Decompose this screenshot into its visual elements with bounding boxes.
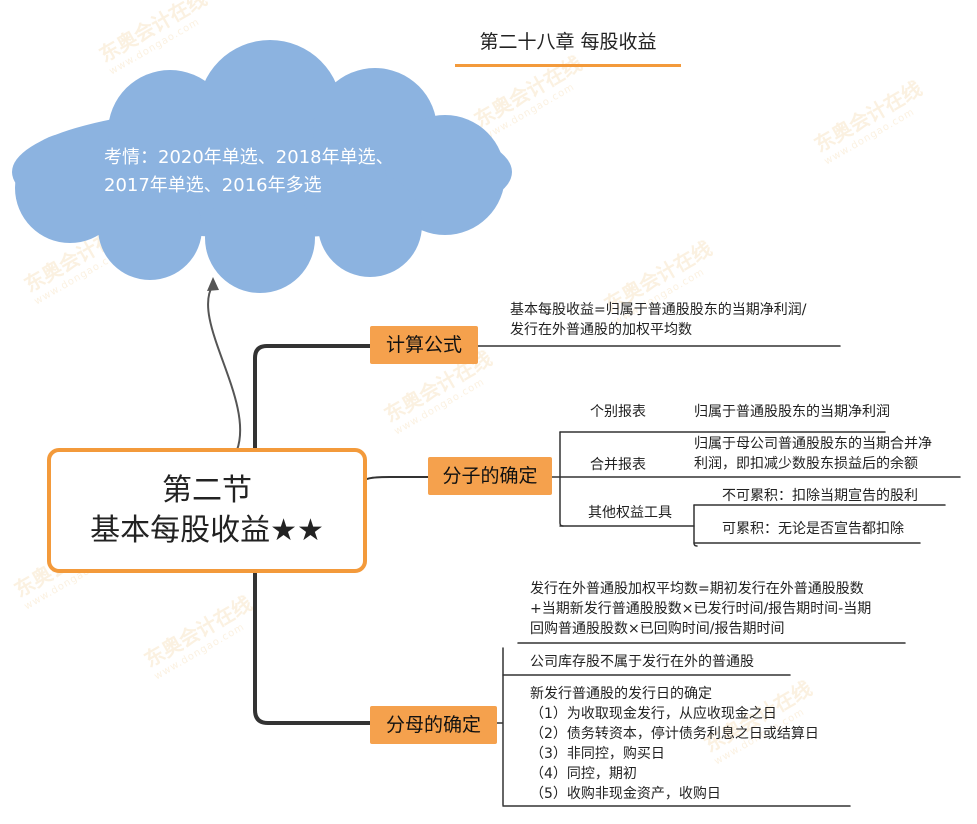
trunk-top [253, 344, 372, 450]
denominator-text: （4）同控，期初 [530, 766, 637, 782]
exam-info: 考情：2020年单选、2018年单选、 2017年单选、2016年多选 [104, 144, 449, 200]
denominator-text: 新发行普通股的发行日的确定 [530, 686, 712, 702]
numerator-bracket [551, 431, 564, 527]
numerator-item-label: 个别报表 [590, 404, 646, 420]
num-sub-bracket [693, 504, 698, 547]
denominator-text: 回购普通股股数×已回购时间/报告期时间 [530, 621, 785, 637]
cloud-arrowhead [207, 277, 219, 291]
central-topic: 第二节 基本每股收益★★ [47, 448, 367, 573]
trunk-mid [366, 476, 429, 480]
denominator-text: 发行在外普通股加权平均数=期初发行在外普通股股数 [530, 581, 864, 597]
branch-numerator: 分子的确定 [428, 457, 552, 495]
denominator-text: （3）非同控，购买日 [530, 746, 665, 762]
numerator-item-label: 其他权益工具 [588, 505, 672, 521]
central-topic-line2: 基本每股收益★★ [90, 512, 324, 548]
denominator-text: （1）为收取现金发行，从应收现金之日 [530, 706, 777, 722]
branch-formula: 计算公式 [370, 326, 478, 364]
denominator-text: +当期新发行普通股股数×已发行时间/报告期时间-当期 [530, 601, 872, 617]
central-topic-line1: 第二节 [162, 472, 252, 508]
numerator-item-label: 合并报表 [590, 457, 646, 473]
exam-info-line: 2017年单选、2016年多选 [104, 175, 322, 196]
exam-info-line: 考情：2020年单选、2018年单选、 [104, 147, 394, 168]
numerator-sub-text: 不可累积：扣除当期宣告的股利 [722, 488, 918, 504]
cloud-shape [12, 40, 512, 293]
formula-text: 发行在外普通股的加权平均数 [510, 322, 692, 338]
denominator-text: （5）收购非现金资产，收购日 [530, 786, 721, 802]
trunk-bottom [253, 571, 372, 725]
numerator-sub-text: 可累积：无论是否宣告都扣除 [722, 521, 904, 537]
denominator-text: （2）债务转资本，停计债务利息之日或结算日 [530, 726, 819, 742]
chapter-title: 第二十八章 每股收益 [455, 24, 681, 67]
numerator-item-text: 归属于母公司普通股股东的当期合并净 [694, 436, 932, 452]
formula-text: 基本每股收益=归属于普通股股东的当期净利润/ [510, 302, 807, 318]
branch-denominator: 分母的确定 [370, 706, 497, 744]
denominator-text: 公司库存股不属于发行在外的普通股 [530, 654, 754, 670]
denominator-bracket [496, 647, 504, 806]
numerator-item-text: 利润，即扣减少数股东损益后的余额 [694, 456, 918, 472]
cloud-arrow [207, 284, 242, 451]
numerator-item-text: 归属于普通股股东的当期净利润 [694, 404, 890, 420]
